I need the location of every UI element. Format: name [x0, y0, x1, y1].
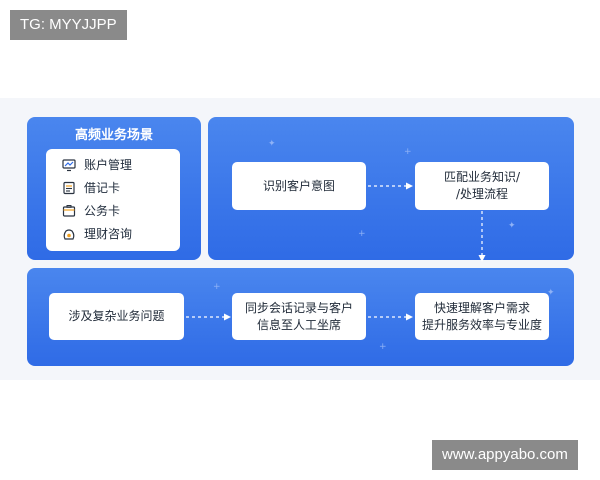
- scenarios-title: 高频业务场景: [74, 128, 153, 143]
- node-sync-records: 同步会话记录与客户 信息至人工坐席: [232, 293, 366, 340]
- scenario-item-wealth-consulting: 理财咨询: [62, 223, 132, 243]
- sparkle-decoration: +: [358, 229, 366, 239]
- scenario-item-debit-card: 借记卡: [62, 177, 120, 197]
- node-identify-intent-text: 识别客户意图: [262, 178, 335, 193]
- scenario-label: 理财咨询: [84, 226, 133, 241]
- scenario-label: 公务卡: [84, 203, 121, 218]
- node-match-knowledge: 匹配业务知识/ /处理流程: [415, 162, 549, 210]
- card-list-icon: [62, 180, 76, 195]
- sparkle-decoration: +: [379, 342, 387, 352]
- monitor-chart-icon: [62, 157, 76, 172]
- node-match-knowledge-line1: 匹配业务知识/: [443, 170, 521, 184]
- node-fast-understanding: 快速理解客户需求 提升服务效率与专业度: [415, 293, 549, 340]
- node-match-knowledge-line2: /处理流程: [455, 187, 509, 201]
- node-sync-records-line2: 信息至人工坐席: [256, 317, 341, 332]
- node-fast-understanding-line2: 提升服务效率与专业度: [421, 317, 542, 332]
- node-fast-understanding-line1: 快速理解客户需求: [433, 300, 530, 315]
- briefcase-card-icon: [62, 203, 76, 217]
- node-complex-issues: 涉及复杂业务问题: [49, 293, 184, 340]
- money-bag-icon: [62, 226, 76, 240]
- sparkle-decoration: ✦: [547, 288, 555, 298]
- node-identify-intent: 识别客户意图: [232, 162, 366, 210]
- sparkle-decoration: ✦: [268, 139, 276, 149]
- scenario-label: 借记卡: [84, 180, 121, 195]
- sparkle-decoration: +: [213, 282, 221, 292]
- scenario-label: 账户管理: [84, 157, 133, 172]
- scenarios-list: 账户管理 借记卡 公务卡 理财咨询: [46, 149, 180, 251]
- watermark-bottom-right: www.appyabo.com: [432, 440, 578, 470]
- node-complex-issues-text: 涉及复杂业务问题: [68, 309, 165, 323]
- scenario-item-business-card: 公务卡: [62, 200, 120, 220]
- scenario-item-account: 账户管理: [62, 154, 132, 174]
- node-sync-records-line1: 同步会话记录与客户: [244, 300, 353, 315]
- sparkle-decoration: ✦: [508, 221, 516, 231]
- sparkle-decoration: +: [404, 147, 412, 157]
- watermark-top-left: TG: MYYJJPP: [10, 10, 127, 40]
